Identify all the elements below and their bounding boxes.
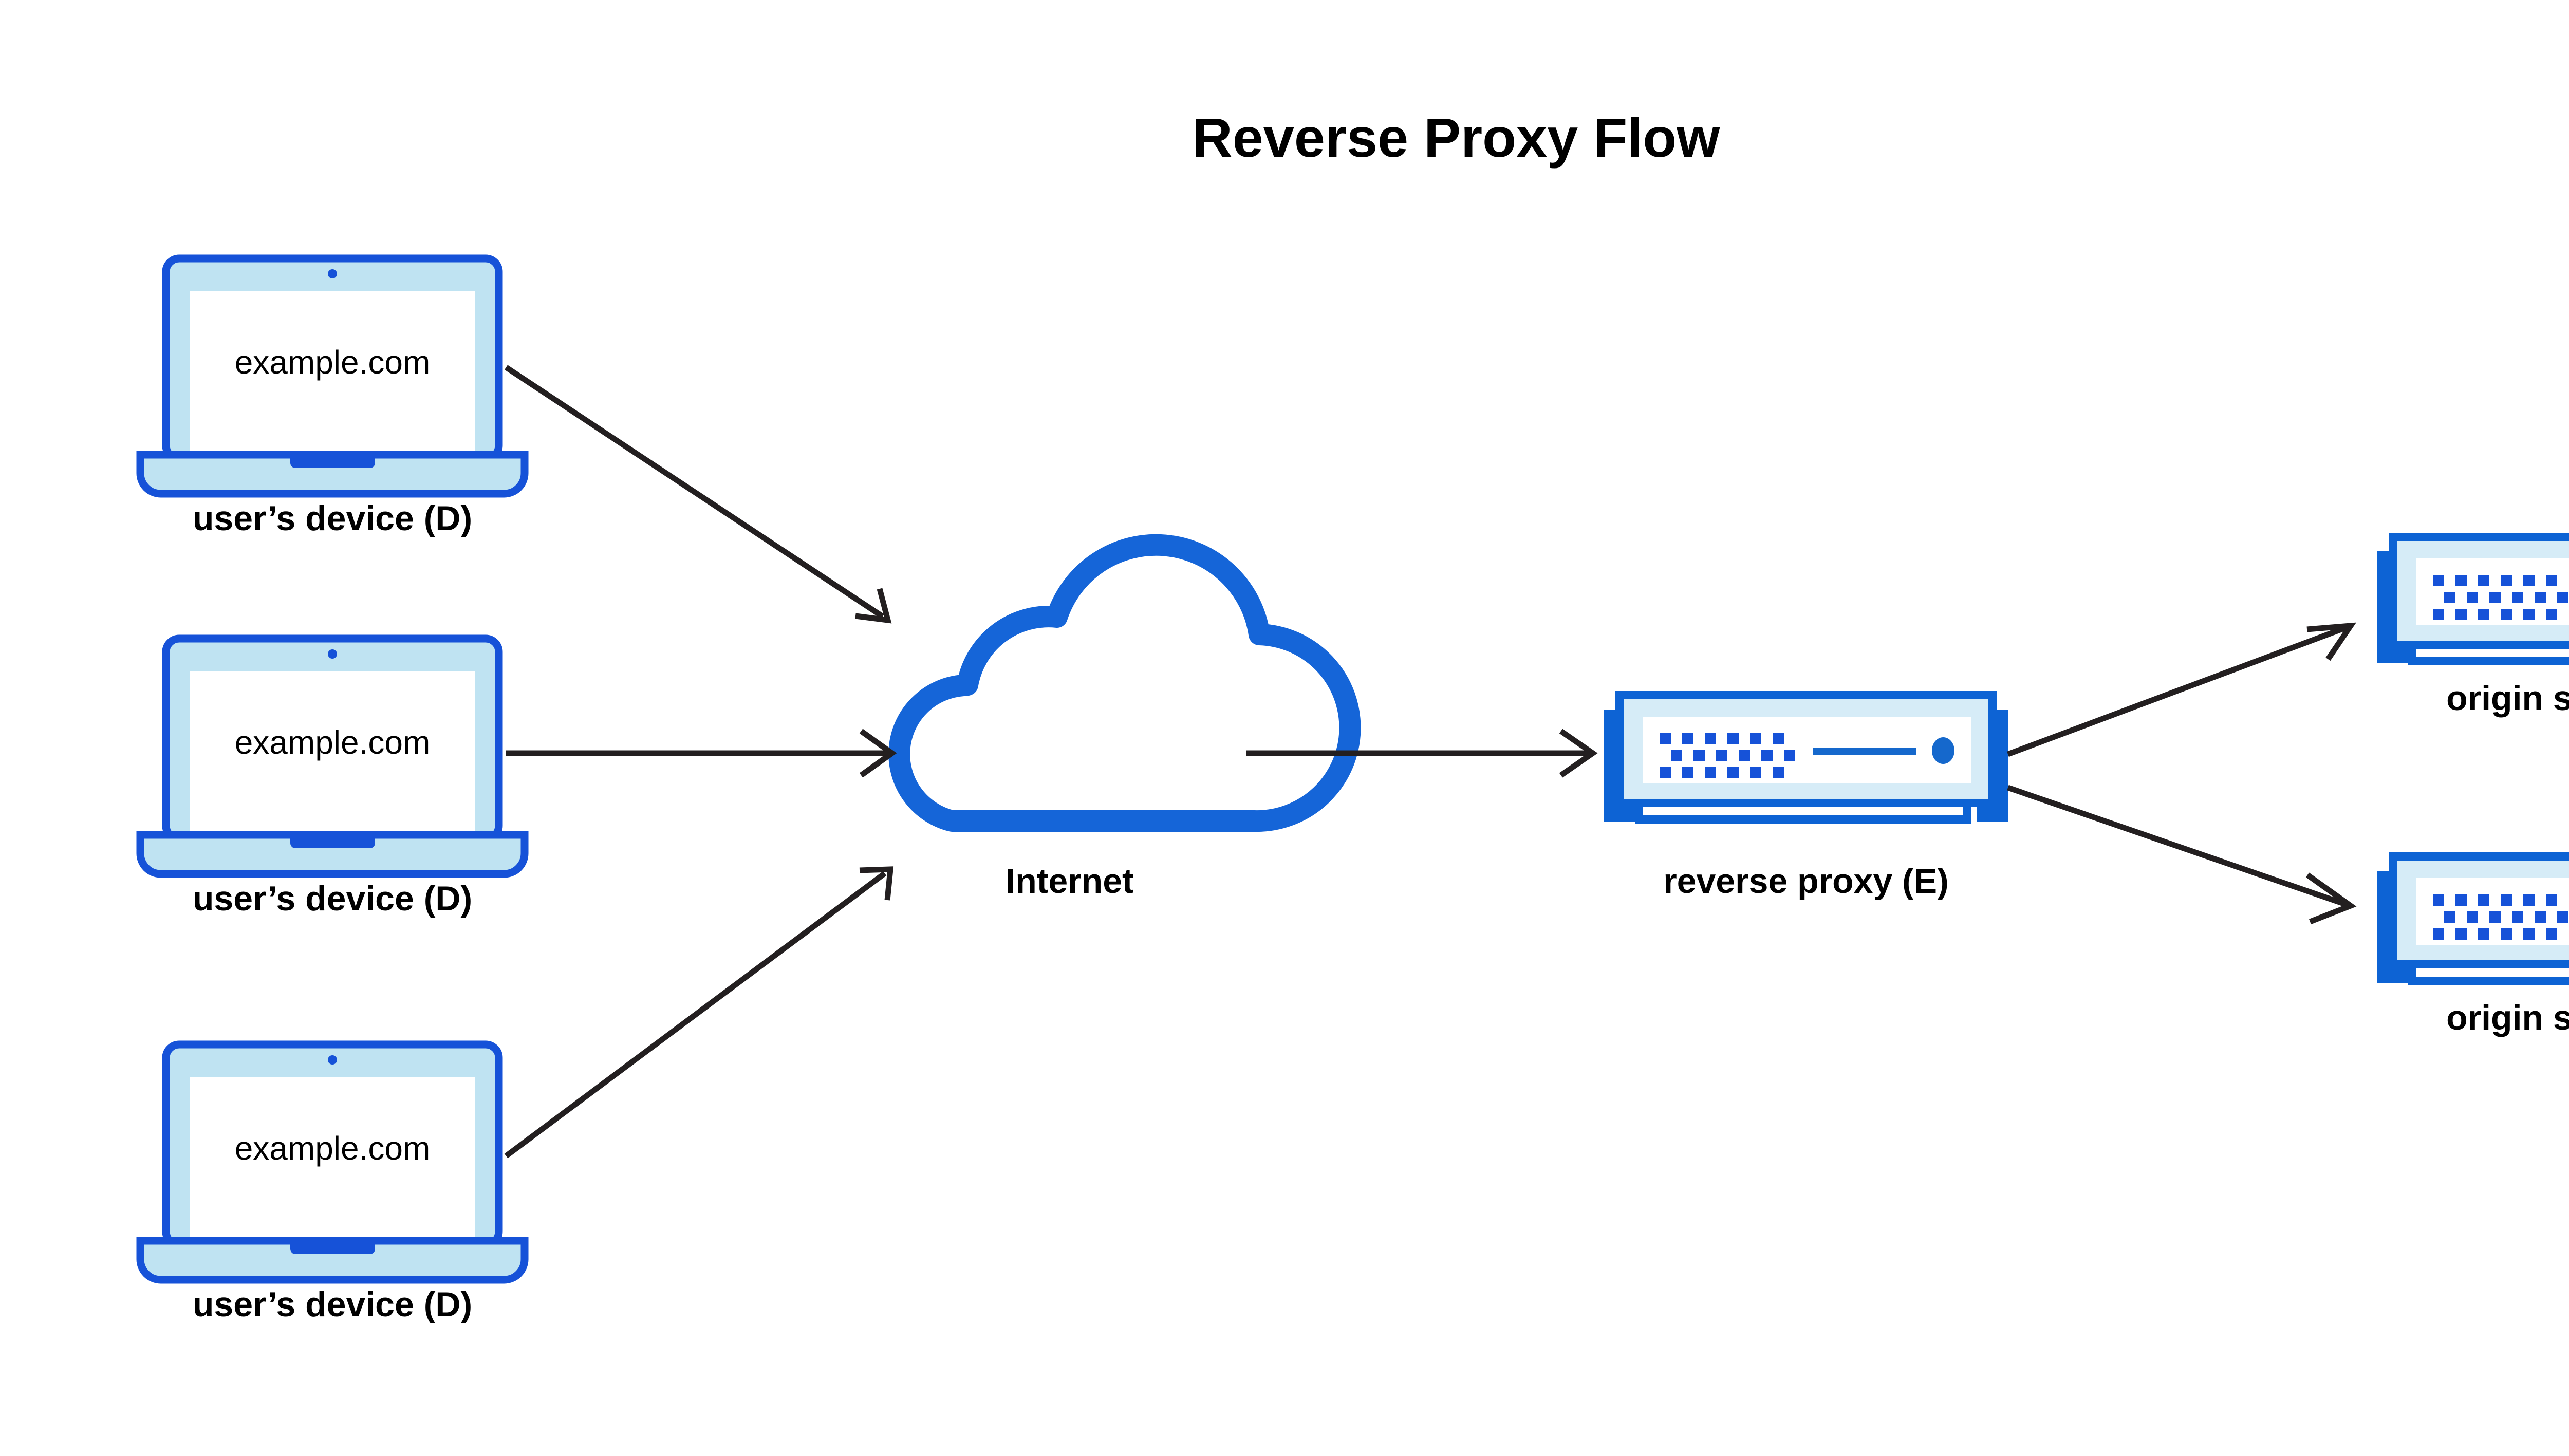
cloud-icon [888, 534, 1361, 832]
origin-server-node-1: origin server (F) [2377, 533, 2569, 718]
client-screen-text-1: example.com [235, 344, 431, 381]
server-led-icon [1932, 737, 1954, 764]
origin-server-label-1: origin server (F) [2446, 679, 2569, 718]
internet-label: Internet [1006, 862, 1133, 901]
client-screen-text-2: example.com [235, 724, 431, 761]
webcam-icon [328, 269, 337, 278]
reverse-proxy-node: reverse proxy (E) [1604, 691, 2008, 901]
client-screen-text-3: example.com [235, 1130, 431, 1167]
client-node-1: example.com user’s device (D) [136, 254, 529, 538]
webcam-icon [328, 1055, 337, 1065]
edge-client1-to-internet [504, 365, 892, 624]
client-label-2: user’s device (D) [193, 879, 472, 918]
internet-node: Internet [888, 534, 1361, 901]
server-vent-grid [2433, 575, 2568, 620]
client-node-3: example.com user’s device (D) [136, 1040, 529, 1324]
origin-server-node-2: origin server (F) [2377, 852, 2569, 1037]
edge-proxy-to-origin1 [2007, 622, 2356, 757]
reverse-proxy-label: reverse proxy (E) [1663, 862, 1949, 901]
edge-client2-to-internet [506, 729, 897, 778]
server-vent-grid [1660, 733, 1795, 778]
edge-internet-to-proxy [1246, 729, 1598, 778]
edge-client3-to-internet [504, 866, 894, 1159]
webcam-icon [328, 649, 337, 659]
client-label-3: user’s device (D) [193, 1285, 472, 1324]
server-vent-grid [2433, 894, 2568, 940]
origin-server-label-2: origin server (F) [2446, 998, 2569, 1037]
client-label-1: user’s device (D) [193, 499, 472, 538]
client-node-2: example.com user’s device (D) [136, 634, 529, 918]
page-title: Reverse Proxy Flow [1193, 106, 1720, 169]
edge-proxy-to-origin2 [2007, 785, 2357, 925]
